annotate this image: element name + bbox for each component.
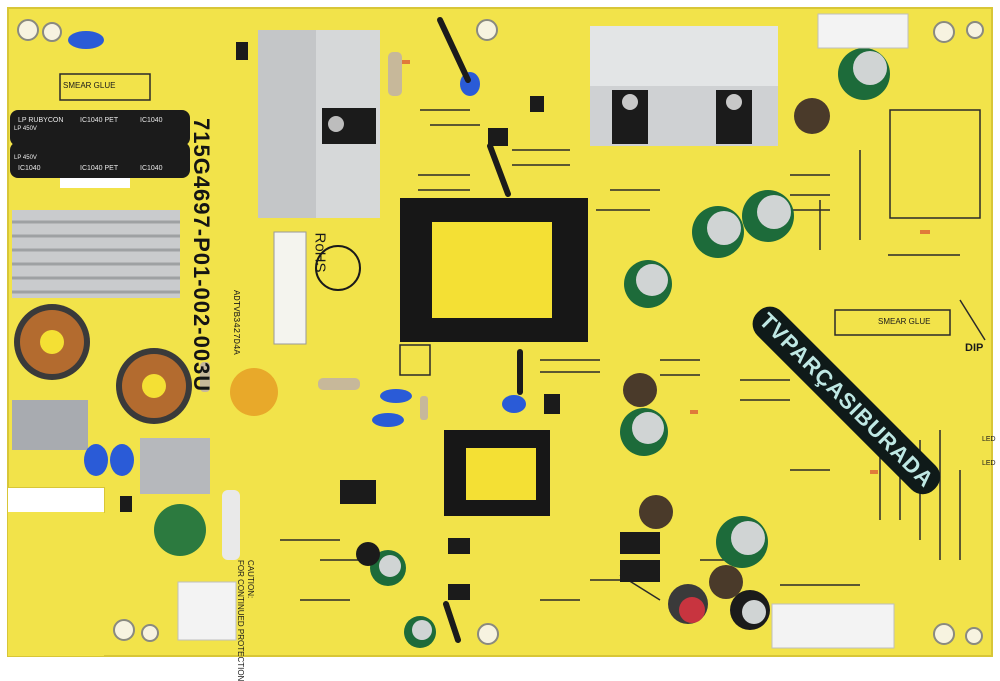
mounting-holes (17, 19, 984, 645)
capacitor-marking-top: LP 450V (14, 126, 37, 132)
film-capacitors (12, 368, 278, 494)
jumper-wires (437, 17, 523, 643)
heatsinks (12, 26, 778, 298)
serial-label: ADTVB3427D4A (231, 290, 241, 355)
pcb-part-number: 715G4697-P01-002-003U (189, 118, 214, 393)
svg-text:IC1040 PET: IC1040 PET (80, 117, 119, 124)
electrolytic-capacitors (154, 48, 890, 648)
svg-text:IC1040: IC1040 (140, 117, 163, 124)
serial-sticker (273, 231, 307, 345)
led-label-b: LED (982, 460, 996, 467)
caution-label: CAUTION: FOR CONTINUED PROTECTION (236, 560, 255, 681)
svg-text:IC1040: IC1040 (18, 165, 41, 172)
svg-text:IC1040: IC1040 (140, 165, 163, 172)
caution-line-2: FOR CONTINUED PROTECTION (236, 560, 246, 681)
smear-glue-label-left: SMEAR GLUE (63, 81, 116, 90)
inductors (14, 304, 192, 424)
dip-label: DIP (965, 342, 984, 354)
capacitor-marking-bottom: LP 450V (14, 155, 37, 161)
svg-text:LP RUBYCON: LP RUBYCON (18, 117, 63, 124)
connectors (177, 13, 909, 649)
led-label-a: LED (982, 436, 996, 443)
resistors (200, 52, 428, 560)
smear-glue-label-right: SMEAR GLUE (878, 317, 931, 326)
caution-line-1: CAUTION: (246, 560, 255, 599)
solder-pads (400, 60, 930, 474)
rohs-circle (315, 245, 361, 291)
transformers (400, 198, 588, 516)
silkscreen-traces (59, 73, 986, 601)
rohs-mark: RoHS (311, 232, 329, 273)
small-capacitors (356, 98, 830, 630)
svg-text:IC1040 PET: IC1040 PET (80, 165, 119, 172)
semiconductors (120, 42, 660, 600)
